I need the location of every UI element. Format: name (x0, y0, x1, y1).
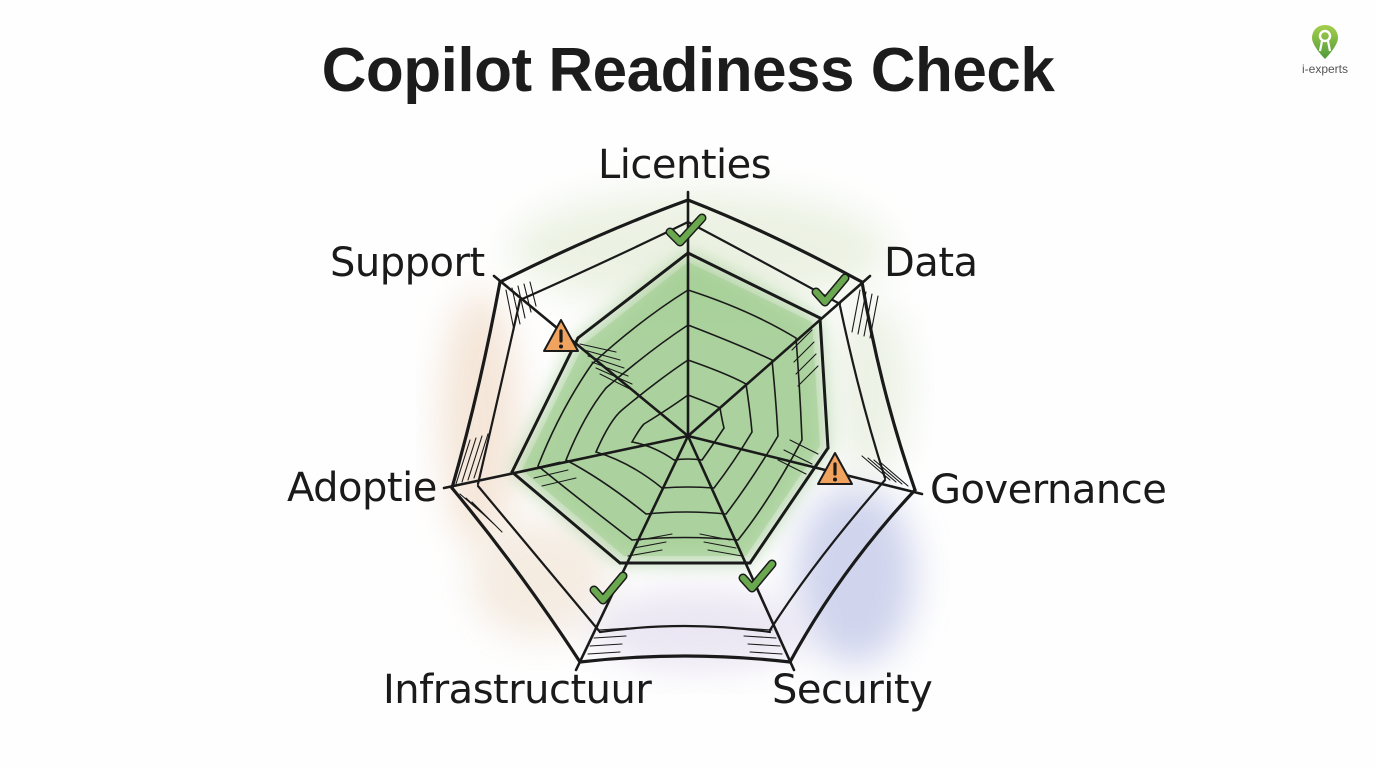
security-checkmark-icon (738, 559, 777, 593)
axis-label-adoptie: Adoptie (287, 465, 437, 511)
axis-label-support: Support (330, 240, 485, 286)
logo: i-experts (1288, 24, 1362, 76)
axis-label-licenties: Licenties (598, 142, 772, 188)
data-checkmark-icon (811, 273, 850, 307)
infrastructuur-checkmark-icon (589, 571, 628, 605)
axis-label-infrastructuur: Infrastructuur (383, 667, 652, 713)
governance-warning-triangle-icon (817, 452, 853, 485)
outer-web-ring (450, 198, 917, 664)
axis-label-governance: Governance (930, 467, 1167, 513)
logo-text: i-experts (1301, 62, 1348, 76)
location-pin-person-icon (1312, 25, 1338, 59)
axis-label-data: Data (884, 240, 978, 286)
inner-web-threads (537, 289, 803, 541)
page-title: Copilot Readiness Check (321, 36, 1055, 105)
axis-label-security: Security (772, 667, 933, 713)
licenties-checkmark-icon (665, 213, 707, 247)
support-warning-triangle-icon (543, 319, 579, 352)
status-icons (543, 213, 853, 605)
hatch-shading (455, 281, 909, 655)
